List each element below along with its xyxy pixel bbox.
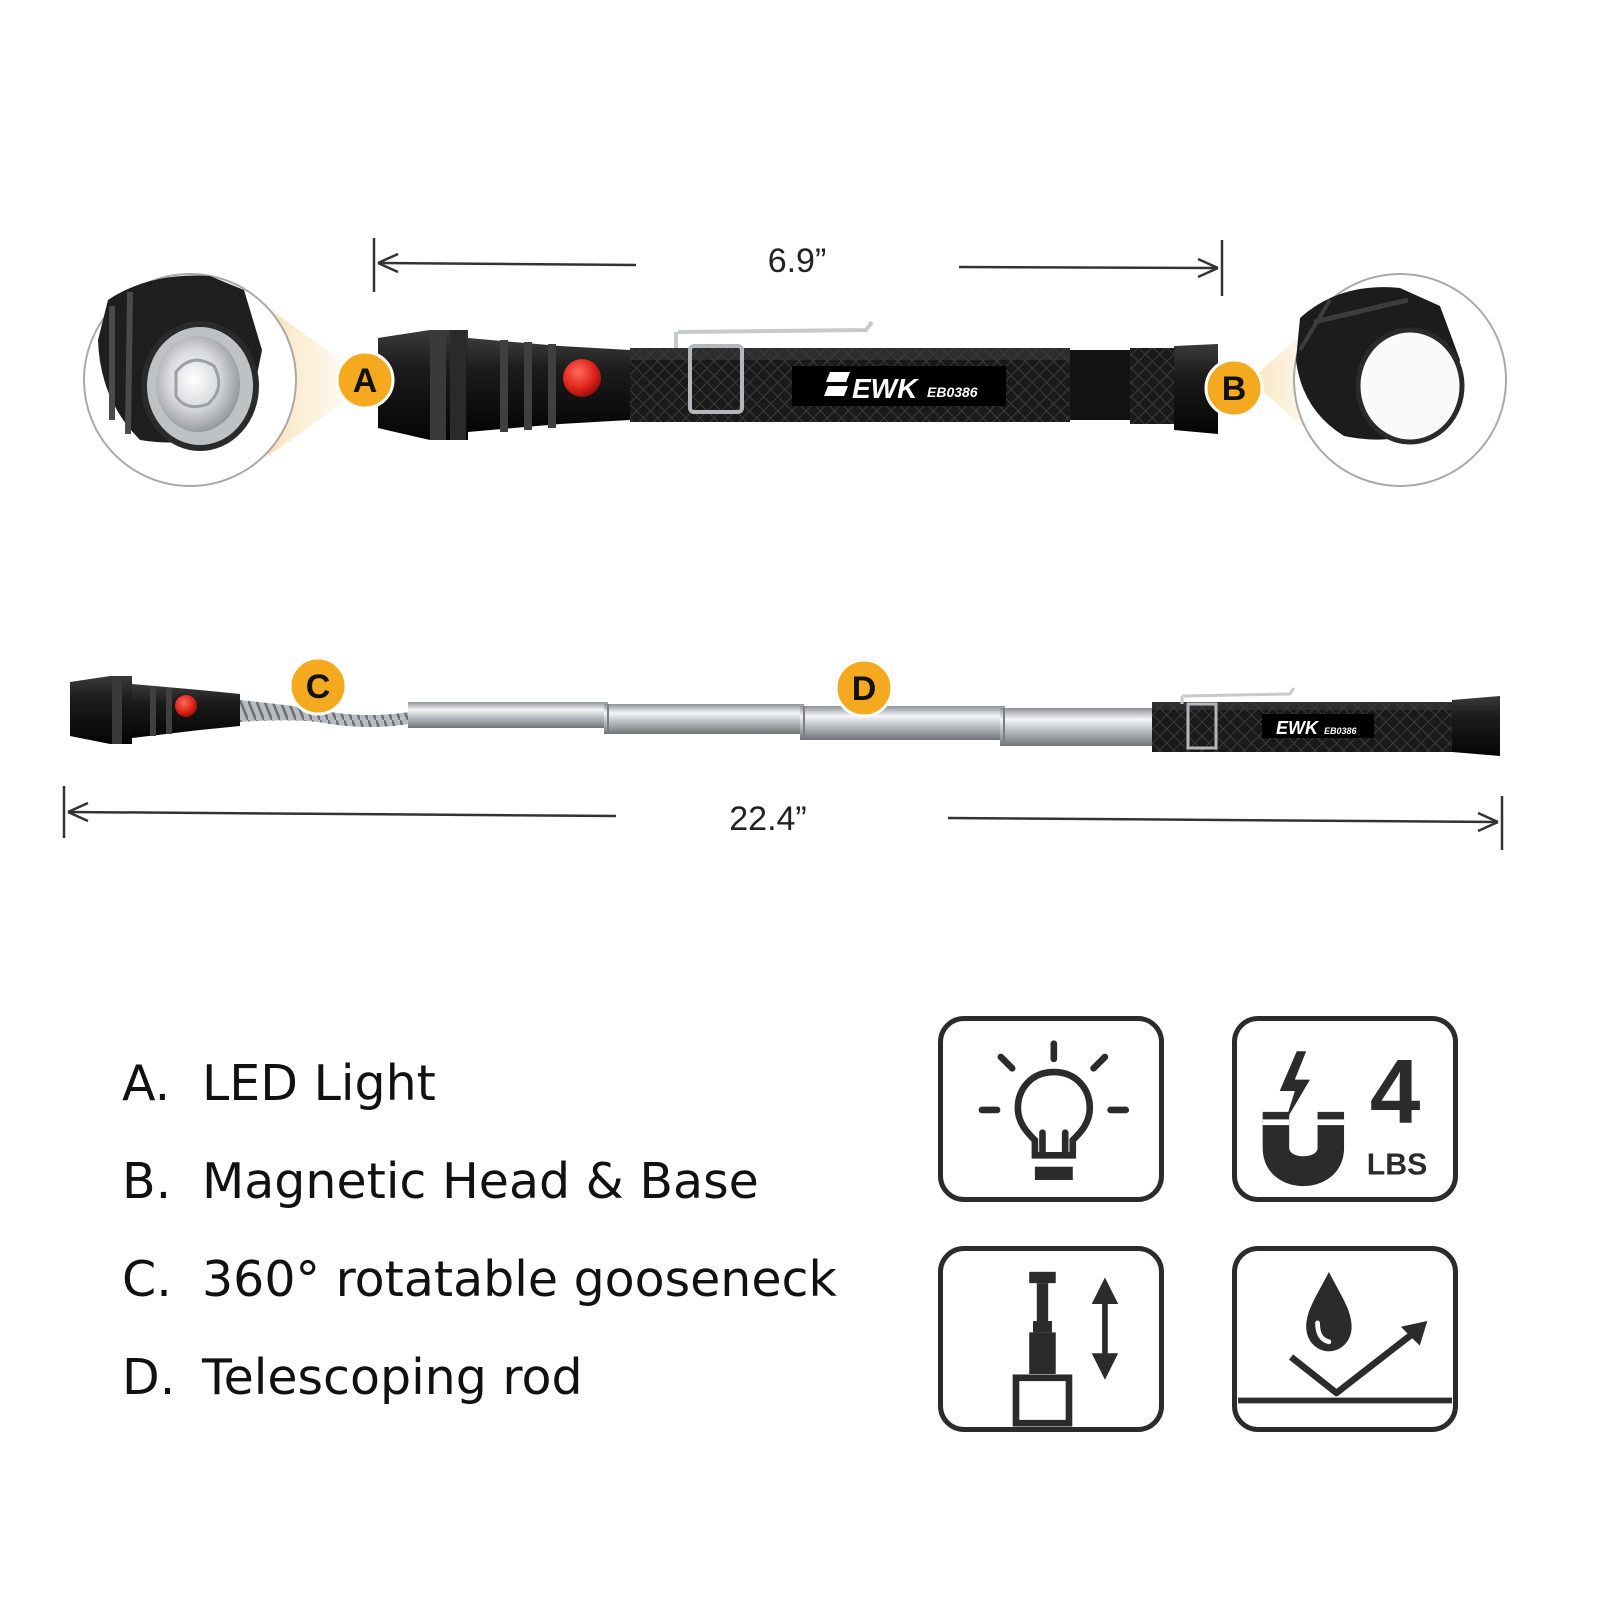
led-head-zoom <box>83 273 358 487</box>
collapsed-tool: EWK EB0386 <box>378 320 1218 440</box>
extended-power-button <box>175 695 197 717</box>
magnetic-base-zoom <box>1250 273 1507 487</box>
waterproof-feature <box>1232 1246 1458 1432</box>
callout-a: A <box>335 350 395 410</box>
power-button <box>563 359 601 397</box>
legend-item-magnetic-head: B. Magnetic Head & Base <box>122 1153 837 1251</box>
legend-letter: A. <box>122 1055 171 1112</box>
svg-text:B: B <box>1222 370 1247 408</box>
light-bulb-feature <box>938 1016 1164 1202</box>
magnet-strength-feature: 4 LBS <box>1232 1016 1458 1202</box>
callout-c: C <box>288 656 348 716</box>
svg-text:C: C <box>306 668 331 706</box>
light-bulb-icon <box>978 1040 1130 1180</box>
callout-d: D <box>834 658 894 718</box>
waterproof-icon <box>1238 1271 1452 1404</box>
model-number: EB0386 <box>927 384 978 400</box>
svg-text:D: D <box>852 670 877 708</box>
magnet-icon: 4 LBS <box>1262 1042 1428 1187</box>
magnet-strength-value: 4 <box>1370 1042 1421 1143</box>
callout-b: B <box>1204 358 1264 418</box>
extended-length-label: 22.4” <box>729 800 807 838</box>
legend-item-led-light: A. LED Light <box>122 1055 837 1153</box>
legend-item-gooseneck: C. 360° rotatable gooseneck <box>122 1251 837 1349</box>
collapsed-dimension-line <box>372 238 1224 296</box>
svg-text:A: A <box>353 362 378 400</box>
magnet-strength-unit: LBS <box>1367 1148 1428 1181</box>
legend-letter: D. <box>122 1349 176 1406</box>
collapsed-length-label: 6.9” <box>768 242 827 280</box>
legend-text: LED Light <box>202 1055 436 1112</box>
legend-item-telescoping-rod: D. Telescoping rod <box>122 1349 837 1447</box>
extended-dimension-line <box>62 786 1504 850</box>
extended-tool: EWK EB0386 <box>70 676 1500 756</box>
telescoping-feature <box>938 1246 1164 1432</box>
legend-text: Telescoping rod <box>202 1349 583 1406</box>
telescoping-icon <box>1012 1271 1119 1427</box>
legend-letter: B. <box>122 1153 172 1210</box>
extended-model-number: EB0386 <box>1324 726 1358 736</box>
extended-brand-logo: EWK <box>1276 718 1320 738</box>
legend-letter: C. <box>122 1251 172 1308</box>
legend-text: 360° rotatable gooseneck <box>202 1251 837 1308</box>
legend-text: Magnetic Head & Base <box>202 1153 759 1210</box>
feature-legend: A. LED Light B. Magnetic Head & Base C. … <box>122 1055 837 1447</box>
brand-logo: EWK <box>852 373 919 404</box>
